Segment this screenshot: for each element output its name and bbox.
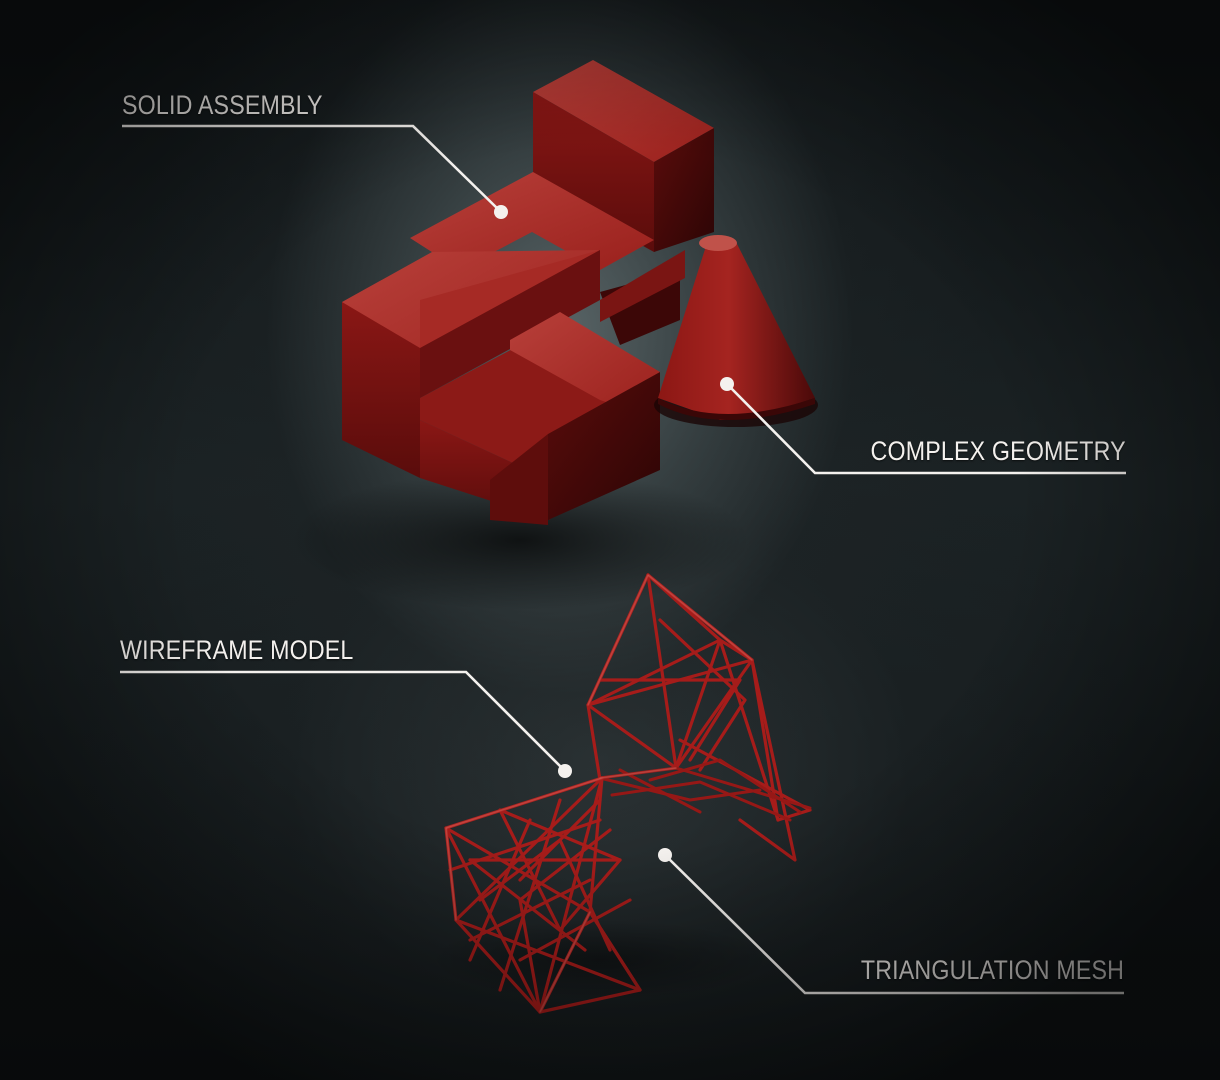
anchor-dot-wireframe-model [558, 764, 572, 778]
label-wireframe-model: WIREFRAME MODEL [120, 635, 354, 665]
leader-line-wireframe-model [120, 670, 566, 772]
solid-assembly-object [290, 60, 818, 610]
wireframe-model-object [430, 573, 812, 1014]
anchor-dot-solid-assembly [494, 205, 508, 219]
label-solid-assembly: SOLID ASSEMBLY [122, 90, 323, 120]
leader-line-solid-assembly [122, 124, 502, 213]
anchor-dot-complex-geometry [720, 377, 734, 391]
anchor-dot-triangulation-mesh [658, 848, 672, 862]
label-complex-geometry: COMPLEX GEOMETRY [870, 436, 1126, 466]
label-triangulation-mesh: TRIANGULATION MESH [860, 955, 1124, 985]
